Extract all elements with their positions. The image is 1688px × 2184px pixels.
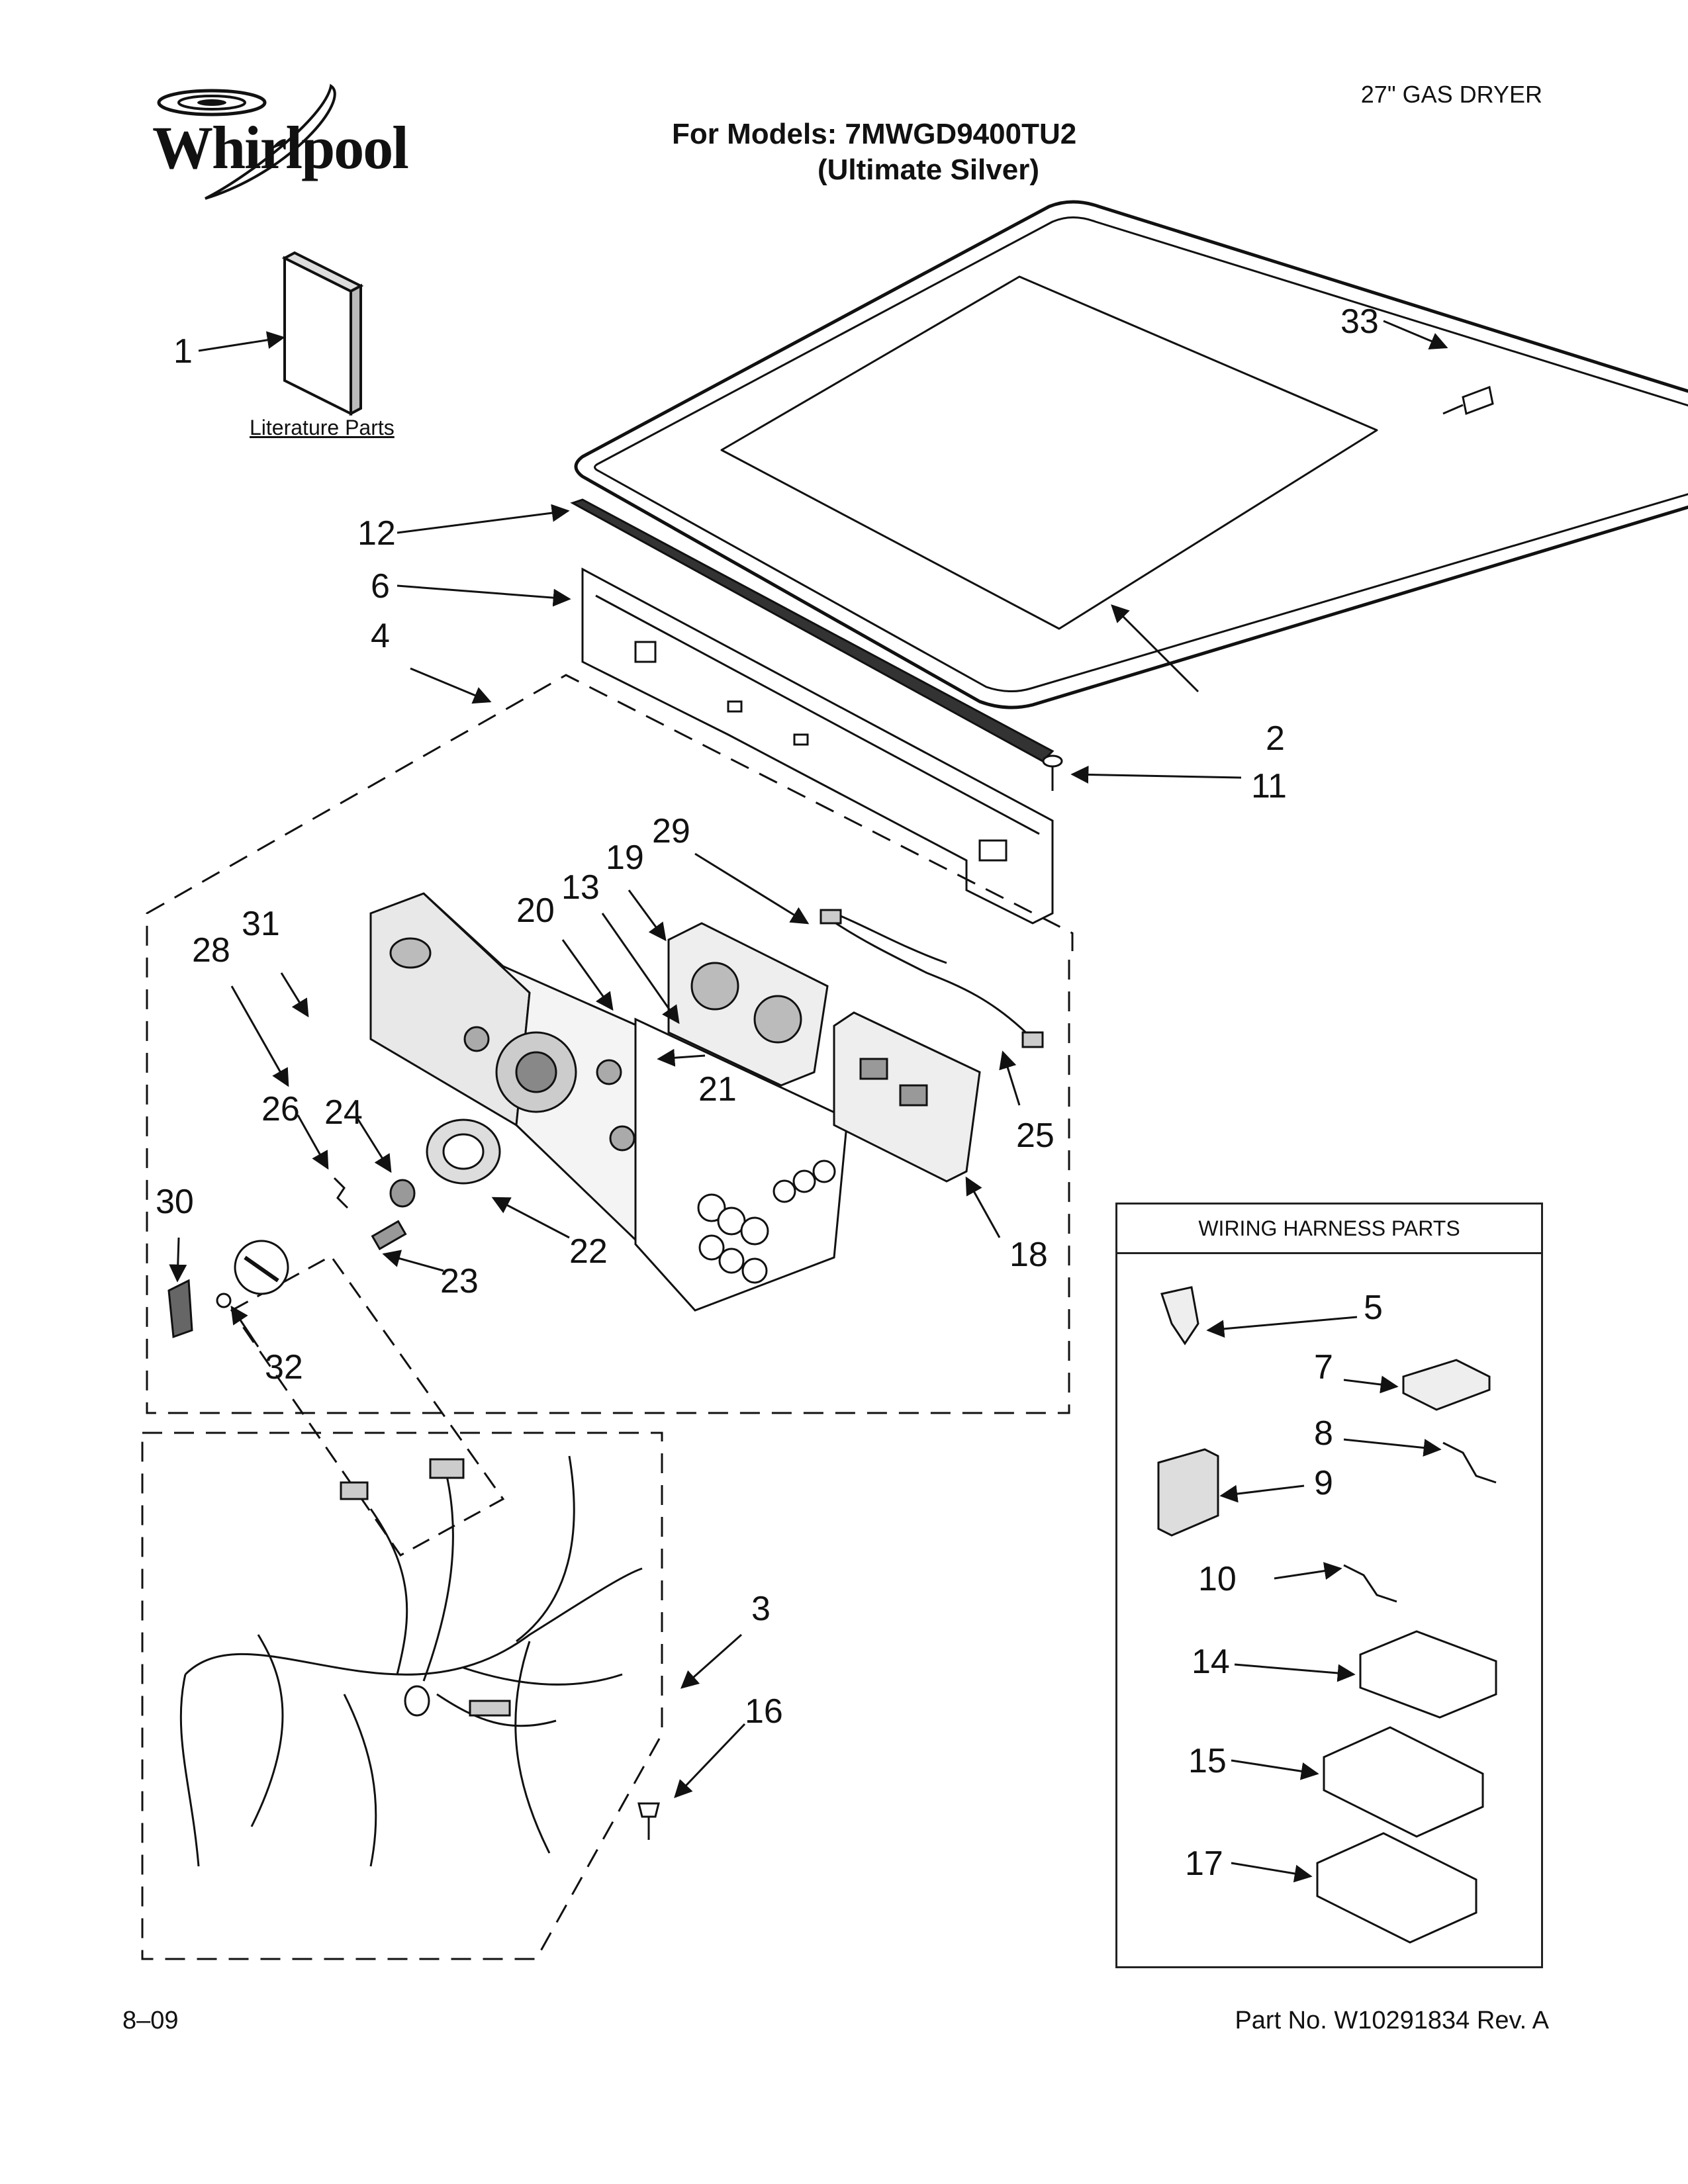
control-board-18 <box>833 1011 981 1183</box>
knob-bezel-30 <box>167 1279 193 1339</box>
screw-33 <box>1442 385 1494 416</box>
callout-22: 22 <box>569 1232 608 1271</box>
wh-part-17 <box>1316 1832 1477 1944</box>
wiring-harness-title: WIRING HARNESS PARTS <box>1117 1205 1541 1254</box>
callout-31: 31 <box>242 905 280 943</box>
wh-part-15 <box>1323 1726 1484 1838</box>
literature-parts-label: Literature Parts <box>250 416 395 439</box>
revision-date: 8–09 <box>122 2007 179 2034</box>
callout-32: 32 <box>265 1348 303 1387</box>
callout-4: 4 <box>371 617 390 655</box>
callout-28: 28 <box>192 931 230 970</box>
callout-33: 33 <box>1340 302 1379 341</box>
main-wire-harness <box>179 1455 643 1867</box>
callout-2: 2 <box>1266 719 1285 758</box>
callout-5: 5 <box>1364 1289 1383 1327</box>
knob-ring-22 <box>426 1118 501 1185</box>
callout-16: 16 <box>745 1692 783 1731</box>
callout-24: 24 <box>324 1093 363 1132</box>
screw-11 <box>1042 754 1063 791</box>
top-panel <box>574 200 1688 709</box>
callout-10: 10 <box>1198 1560 1237 1598</box>
callout-19: 19 <box>606 839 644 877</box>
callout-1: 1 <box>173 332 193 371</box>
callout-17: 17 <box>1185 1844 1223 1883</box>
callout-11: 11 <box>1251 767 1287 805</box>
callout-30: 30 <box>156 1183 194 1221</box>
callout-14: 14 <box>1192 1643 1230 1681</box>
small-knob-parts <box>216 1177 416 1308</box>
models-title: For Models: 7MWGD9400TU2 <box>672 118 1077 150</box>
main-harness-outline <box>141 1432 663 1960</box>
callout-9: 9 <box>1314 1464 1333 1502</box>
wh-part-9 <box>1157 1448 1219 1537</box>
console-panel <box>369 892 849 1312</box>
callout-arrows <box>169 320 1448 1883</box>
wiring-harness-box: WIRING HARNESS PARTS <box>1115 1203 1543 1968</box>
knob-30 <box>234 1240 289 1295</box>
callout-23: 23 <box>440 1262 479 1300</box>
part-number: Part No. W10291834 Rev. A <box>1235 2007 1549 2034</box>
callout-26: 26 <box>261 1090 300 1128</box>
callout-25: 25 <box>1016 1116 1055 1155</box>
product-type: 27" GAS DRYER <box>1360 81 1542 108</box>
wh-part-7 <box>1402 1359 1491 1411</box>
brand-name: Whirlpool <box>152 114 409 181</box>
whirlpool-logo: Whirlpool <box>132 79 409 212</box>
callout-3: 3 <box>751 1590 771 1628</box>
console-bracket <box>581 567 1054 925</box>
callout-29: 29 <box>652 812 690 850</box>
wh-part-10 <box>1343 1564 1397 1603</box>
seal-strip <box>570 498 1055 762</box>
callout-13: 13 <box>561 868 600 907</box>
callout-18: 18 <box>1009 1236 1048 1274</box>
wh-part-5 <box>1160 1286 1199 1345</box>
console-assembly-outline <box>146 674 1074 1414</box>
wh-part-8 <box>1442 1441 1497 1484</box>
literature-booklet <box>281 251 364 416</box>
callout-12: 12 <box>357 514 396 553</box>
wire-harness-25 <box>820 909 1044 1048</box>
wh-part-14 <box>1359 1630 1497 1719</box>
knob-subassembly-outline <box>230 1255 505 1557</box>
control-board-19 <box>667 922 829 1087</box>
callout-21: 21 <box>698 1070 737 1109</box>
color-subtitle: (Ultimate Silver) <box>818 154 1039 186</box>
screw-16 <box>637 1802 660 1840</box>
callout-20: 20 <box>516 891 555 930</box>
callout-7: 7 <box>1314 1348 1333 1387</box>
callout-8: 8 <box>1314 1414 1333 1453</box>
callout-15: 15 <box>1188 1742 1227 1780</box>
callout-6: 6 <box>371 567 390 606</box>
logo-swirl-icon <box>157 83 336 200</box>
